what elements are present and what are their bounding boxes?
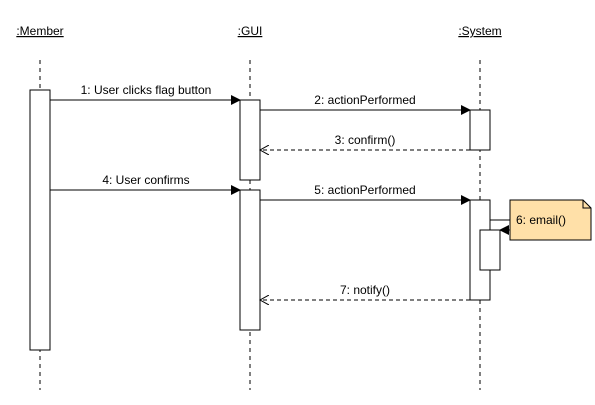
message-label-4: 4: User confirms <box>102 173 189 187</box>
activation-system-1 <box>469 109 491 151</box>
lifeline-label-gui: :GUI <box>238 24 263 38</box>
activation-gui-2 <box>239 189 261 331</box>
message-note-6 <box>509 199 592 241</box>
activation-member <box>29 89 51 351</box>
lifeline-label-member: :Member <box>16 24 63 38</box>
message-arrow-6 <box>490 219 511 235</box>
message-label-7: 7: notify() <box>340 283 390 297</box>
activation-gui-1 <box>239 99 261 181</box>
message-label-5: 5: actionPerformed <box>314 183 415 197</box>
message-label-3: 3: confirm() <box>335 133 396 147</box>
activation-system-nested <box>479 229 501 271</box>
note-fold-icon <box>582 200 591 209</box>
lifeline-label-system: :System <box>458 24 501 38</box>
message-label-1: 1: User clicks flag button <box>81 83 212 97</box>
message-label-6: 6: email() <box>516 213 566 227</box>
message-label-2: 2: actionPerformed <box>314 93 415 107</box>
